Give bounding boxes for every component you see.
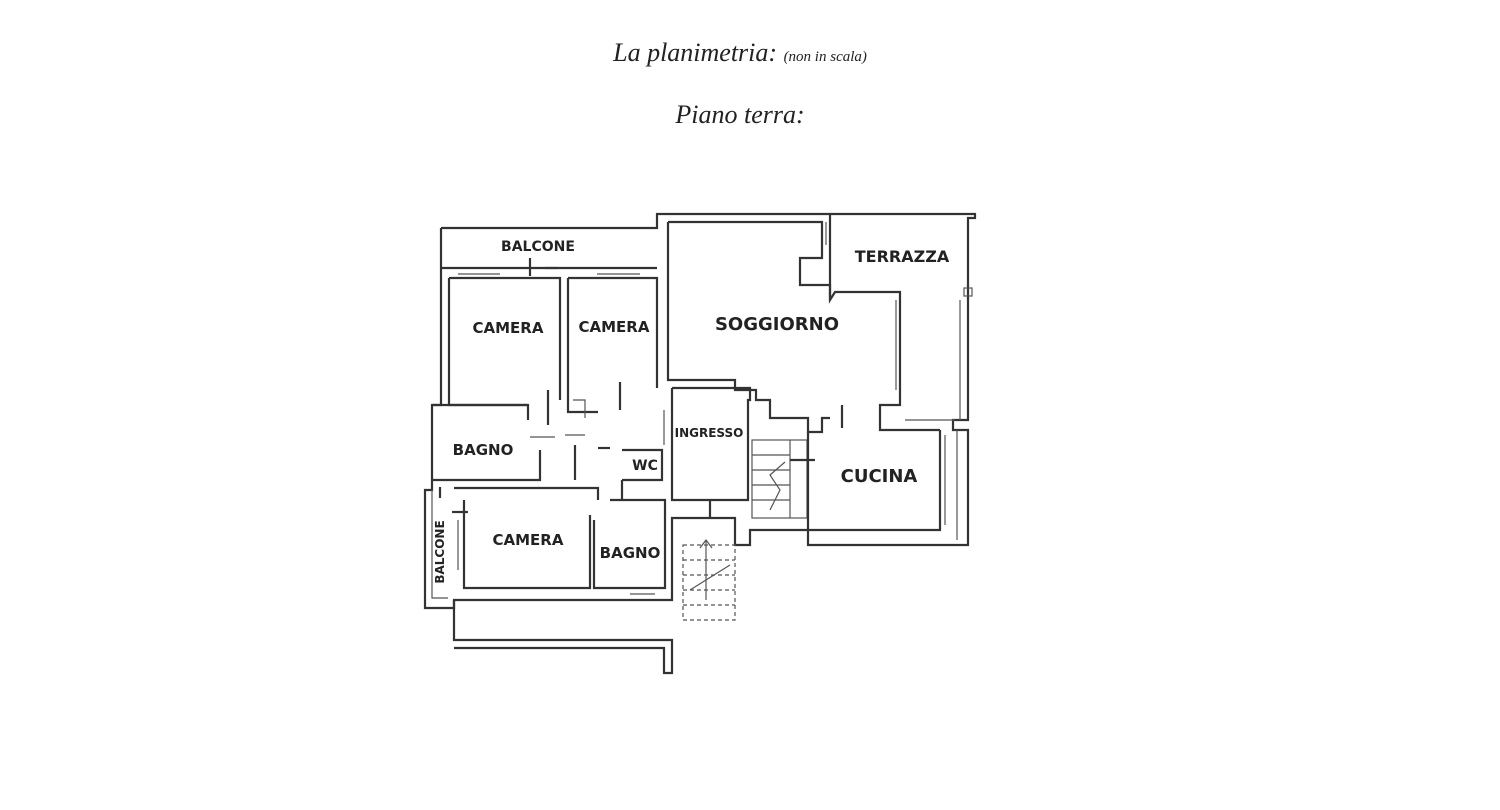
soggiorno-walls (666, 220, 940, 434)
label-camera-1: CAMERA (473, 319, 544, 337)
title-text: La planimetria: (613, 38, 778, 67)
label-soggiorno: SOGGIORNO (715, 314, 839, 335)
label-camera-3: CAMERA (493, 531, 564, 549)
camera-top-walls (447, 276, 659, 425)
label-terrazza: TERRAZZA (855, 247, 950, 266)
label-camera-2: CAMERA (579, 318, 650, 336)
title-note: (non in scala) (783, 49, 867, 65)
wc-walls (598, 446, 664, 500)
lower-walls (438, 486, 667, 595)
label-balcone-top: BALCONE (501, 239, 575, 255)
ingresso-walls (663, 386, 752, 518)
label-wc: WC (632, 458, 658, 474)
terrazza-walls (828, 215, 961, 421)
bagno-top-walls (432, 403, 585, 482)
label-balcone-side: BALCONE (433, 520, 447, 583)
exterior-steps (682, 539, 736, 621)
label-bagno-1: BAGNO (453, 441, 514, 459)
label-ingresso: INGRESSO (675, 426, 744, 440)
page-title: La planimetria: (non in scala) (0, 38, 1480, 68)
outer-walls (423, 212, 977, 675)
floor-subtitle: Piano terra: (675, 100, 805, 129)
label-bagno-2: BAGNO (600, 544, 661, 562)
label-cucina: CUCINA (841, 466, 918, 487)
balcone-top-area (441, 258, 657, 276)
column-marker (963, 287, 973, 297)
cucina-walls (806, 430, 958, 540)
staircase (751, 439, 815, 519)
